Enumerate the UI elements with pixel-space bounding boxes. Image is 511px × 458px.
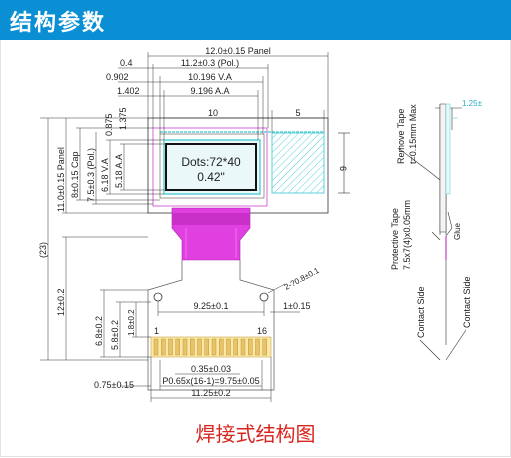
dim-1: 1±0.15 bbox=[283, 301, 310, 311]
fpc-pin bbox=[233, 338, 238, 356]
glue-label: Glue bbox=[453, 223, 462, 240]
fpc-pin bbox=[219, 338, 224, 356]
fpc-pin bbox=[153, 338, 159, 356]
diagram-caption: 焊接式结构图 bbox=[195, 422, 316, 446]
dim-1375: 1.375 bbox=[118, 107, 128, 130]
contact-side-right: Contact Side bbox=[462, 276, 472, 328]
cap-outline bbox=[159, 133, 265, 199]
fpc-pin bbox=[262, 338, 267, 356]
display-size: 0.42" bbox=[197, 170, 225, 184]
dim-fpc-height: 12±0.2 bbox=[56, 289, 66, 316]
fpc-pin bbox=[168, 338, 173, 356]
side-cap bbox=[445, 103, 451, 195]
fpc-pin bbox=[175, 338, 180, 356]
fpc-tail bbox=[147, 260, 275, 391]
dim-1125: 11.25±0.2 bbox=[191, 388, 230, 398]
fpc-pin bbox=[182, 338, 188, 356]
fpc-stiffener bbox=[172, 213, 250, 225]
fpc-pin bbox=[197, 338, 202, 356]
fpc-pin bbox=[190, 338, 195, 356]
tape-thickness-label: t=0.15mm Max bbox=[408, 104, 418, 164]
dim-hole: 2-?0.8±0.1 bbox=[283, 266, 321, 292]
polarizer-outline bbox=[152, 127, 268, 207]
fpc-pin bbox=[240, 338, 246, 356]
dim-pol-width: 11.2±0.3 (Pol.) bbox=[181, 58, 239, 68]
dim-pitch: P0.65x(16-1)=9.75±0.05 bbox=[162, 376, 259, 386]
dim-04: 0.4 bbox=[120, 58, 133, 68]
dim-aa-height: 5.18 A.A bbox=[114, 154, 124, 188]
dim-10: 10 bbox=[208, 108, 218, 118]
fpc-pin bbox=[255, 338, 260, 356]
dim-58: 5.8±0.2 bbox=[110, 320, 120, 350]
contact-side-left: Contact Side bbox=[416, 286, 426, 338]
header-bar bbox=[0, 0, 511, 40]
dim-panel-height: 11.0±0.15 Panel bbox=[56, 147, 66, 212]
dim-075: 0.75±0.15 bbox=[94, 380, 134, 390]
view-area-frame bbox=[165, 143, 257, 191]
dim-cap-height: 8±0.15 Cap bbox=[70, 152, 80, 198]
fpc-pin bbox=[161, 338, 166, 356]
dim-5: 5 bbox=[295, 108, 300, 118]
dim-68: 6.8±0.2 bbox=[94, 316, 104, 346]
dim-18: 1.8±0.2 bbox=[127, 309, 136, 336]
side-dim-6: 6 bbox=[338, 166, 348, 171]
fpc-pin bbox=[204, 338, 209, 356]
hatched-region bbox=[271, 132, 325, 194]
fpc-pin bbox=[248, 338, 253, 356]
diagram-frame bbox=[0, 40, 511, 457]
pin-array bbox=[153, 338, 267, 356]
dim-0902: 0.902 bbox=[106, 72, 129, 82]
protective-tape-dim: 7.5x7(4)x0.05mm bbox=[402, 200, 412, 270]
side-dim-125: 1.25± bbox=[462, 99, 483, 108]
mount-hole-right bbox=[259, 292, 269, 302]
page-title: 结构参数 bbox=[10, 11, 107, 36]
pin-1-label: 1 bbox=[154, 326, 159, 336]
dim-1402: 1.402 bbox=[117, 86, 140, 96]
pin-16-label: 16 bbox=[257, 326, 267, 336]
display-dots: Dots:72*40 bbox=[181, 155, 241, 169]
dim-035: 0.35±0.03 bbox=[191, 364, 231, 374]
mount-hole-left bbox=[153, 292, 163, 302]
dim-aa-width: 9.196 A.A bbox=[190, 86, 229, 96]
side-glass bbox=[439, 103, 447, 233]
fpc-pin bbox=[226, 338, 231, 356]
dim-va-width: 10.196 V.A bbox=[188, 72, 232, 82]
dim-panel-width: 12.0±0.15 Panel bbox=[205, 46, 271, 56]
dim-pol-height: 7.5±0.3 (Pol.) bbox=[86, 148, 96, 202]
dim-925: 9.25±0.1 bbox=[194, 301, 229, 311]
active-area bbox=[163, 139, 261, 195]
dim-0875: 0.875 bbox=[104, 113, 114, 136]
dim-total: (23) bbox=[38, 242, 48, 258]
protective-tape-label: Protective Tape bbox=[390, 208, 400, 270]
remove-tape-label: Remove Tape bbox=[396, 109, 406, 164]
dim-va-height: 6.18 V.A bbox=[100, 158, 110, 192]
fpc-pin bbox=[211, 338, 217, 356]
